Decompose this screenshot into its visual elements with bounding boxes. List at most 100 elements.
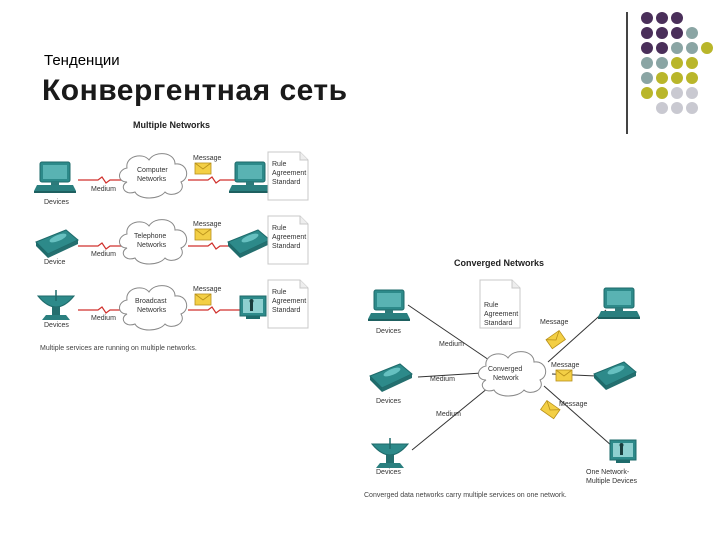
dot (686, 72, 698, 84)
dot (656, 87, 668, 99)
cloud-label-line2: Networks (137, 307, 167, 314)
medium-label: Medium (436, 411, 461, 418)
multiple-row-telephone: Telephone Networks Medium Device Message… (35, 215, 309, 266)
devices-label: Devices (376, 328, 401, 335)
dot (671, 57, 683, 69)
dot (641, 27, 653, 39)
dot (656, 102, 668, 114)
standard-label: Standard (272, 243, 301, 250)
dot (686, 87, 698, 99)
computer-icon (33, 161, 77, 194)
standard-label: Standard (272, 179, 301, 186)
dot (671, 12, 683, 24)
devices-label: Devices (44, 199, 69, 206)
medium-label: Medium (430, 376, 455, 383)
dot (671, 27, 683, 39)
message-envelope-icon (545, 330, 566, 350)
message-envelope-icon (194, 293, 212, 306)
dot (686, 42, 698, 54)
telephone-icon (369, 363, 413, 393)
message-label: Message (193, 221, 222, 228)
devices-label: Devices (376, 469, 401, 476)
agreement-label: Agreement (272, 234, 306, 241)
multiple-networks-header: Multiple Networks (133, 120, 210, 130)
rule-label: Rule (272, 225, 287, 232)
television-icon (239, 295, 267, 320)
one-network-label-line1: One Network- (586, 469, 630, 476)
medium-link (187, 306, 241, 314)
dot (656, 27, 668, 39)
multiple-networks-caption: Multiple services are running on multipl… (40, 345, 197, 352)
computer-icon (367, 289, 411, 322)
converged-networks-caption: Converged data networks carry multiple s… (364, 492, 567, 499)
cloud-label-line2: Network (493, 375, 519, 382)
devices-label: Devices (376, 398, 401, 405)
converged-network-cloud (478, 351, 547, 397)
satellite-dish-icon (37, 289, 75, 321)
cloud-label-line2: Networks (137, 176, 167, 183)
telephone-icon (593, 361, 637, 391)
dot (656, 72, 668, 84)
message-envelope-icon (194, 228, 212, 241)
message-envelope-icon (555, 369, 573, 382)
telephone-icon (35, 229, 79, 259)
dot (671, 42, 683, 54)
dot (641, 87, 653, 99)
message-label: Message (551, 362, 580, 369)
message-label: Message (193, 286, 222, 293)
multiple-row-computer: Computer Networks Medium Devices Message… (33, 151, 309, 206)
message-label: Message (540, 319, 569, 326)
decorative-divider (626, 12, 628, 134)
dot (641, 57, 653, 69)
devices-label: Device (44, 259, 66, 266)
dot (671, 102, 683, 114)
cloud-label-line1: Converged (488, 366, 522, 373)
satellite-dish-icon (371, 437, 409, 469)
dot (641, 42, 653, 54)
dot (686, 57, 698, 69)
dot (701, 42, 713, 54)
medium-label: Medium (91, 251, 116, 258)
television-icon (609, 439, 637, 464)
message-label: Message (559, 401, 588, 408)
standard-label: Standard (484, 320, 513, 327)
standard-label: Standard (272, 307, 301, 314)
message-label: Message (193, 155, 222, 162)
agreement-label: Agreement (272, 298, 306, 305)
message-envelope-icon (540, 400, 561, 420)
dot (656, 42, 668, 54)
dot (641, 12, 653, 24)
cloud-label-line1: Computer (137, 167, 168, 174)
slide-subtitle: Тенденции (44, 52, 120, 69)
dot (656, 12, 668, 24)
computer-icon (228, 161, 272, 194)
medium-label: Medium (91, 315, 116, 322)
cloud-label-line1: Telephone (134, 233, 166, 240)
dot (671, 87, 683, 99)
computer-icon (597, 287, 641, 320)
devices-label: Devices (44, 322, 69, 329)
rule-label: Rule (272, 161, 287, 168)
agreement-label: Agreement (272, 170, 306, 177)
medium-link (187, 176, 241, 184)
converged-links (407, 304, 613, 451)
rule-label: Rule (484, 302, 499, 309)
dot (641, 72, 653, 84)
converged-networks-header: Converged Networks (454, 258, 544, 268)
agreement-label: Agreement (484, 311, 518, 318)
slide-title: Конвергентная сеть (42, 74, 348, 107)
message-envelope-icon (194, 162, 212, 175)
rule-label: Rule (272, 289, 287, 296)
dot (686, 102, 698, 114)
dot (656, 57, 668, 69)
dot (686, 27, 698, 39)
medium-label: Medium (439, 341, 464, 348)
one-network-label-line2: Multiple Devices (586, 478, 637, 485)
dot (671, 72, 683, 84)
multiple-row-broadcast: Broadcast Networks Medium Devices Messag… (37, 279, 309, 331)
cloud-label-line2: Networks (137, 242, 167, 249)
cloud-label-line1: Broadcast (135, 298, 167, 305)
telephone-icon (227, 229, 271, 259)
medium-label: Medium (91, 186, 116, 193)
